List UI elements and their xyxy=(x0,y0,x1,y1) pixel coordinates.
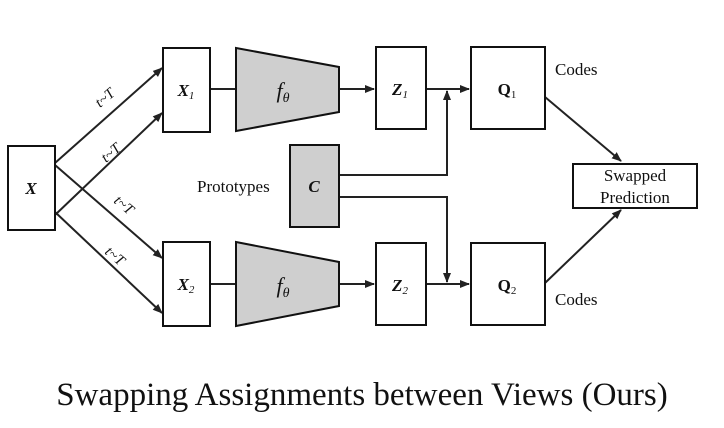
arrow-q2-to-swapped xyxy=(544,209,622,284)
feature1-label: Z xyxy=(391,80,402,99)
view2-node: X2 xyxy=(162,241,211,327)
prototypes-label: Prototypes xyxy=(197,177,270,196)
view2-label: X xyxy=(177,275,190,294)
arrow-x-to-x2-b xyxy=(54,211,163,314)
arrow-x-to-x1-b xyxy=(54,112,163,216)
svg-text:Q1: Q1 xyxy=(498,80,517,101)
connectors xyxy=(54,67,622,314)
transform-label-4: t~T xyxy=(101,244,128,271)
input-node: X xyxy=(7,145,56,231)
encoder1-subscript: θ xyxy=(283,91,290,106)
arrow-x-to-x2-a xyxy=(54,164,163,259)
codes-label-bottom: Codes xyxy=(555,290,598,309)
feature2-subscript: 2 xyxy=(402,285,408,297)
svg-text:fθ: fθ xyxy=(276,273,289,301)
svg-text:Q2: Q2 xyxy=(498,276,517,297)
view2-subscript: 2 xyxy=(189,284,195,296)
view1-label: X xyxy=(177,81,190,100)
code2-subscript: 2 xyxy=(511,285,517,297)
encoder2-node: fθ xyxy=(235,240,340,328)
arrow-prototypes-to-bottom xyxy=(339,196,451,283)
transform-label-1: t~T xyxy=(92,84,119,111)
feature1-node: Z1 xyxy=(375,46,427,130)
transform-label-2: t~T xyxy=(98,139,125,166)
arrow-x-to-x1-a xyxy=(54,67,163,164)
feature1-subscript: 1 xyxy=(402,89,408,101)
code2-label: Q xyxy=(498,276,511,295)
prototypes-node: C xyxy=(289,144,340,228)
svg-text:X2: X2 xyxy=(177,275,195,296)
prototypes-symbol: C xyxy=(308,177,320,196)
view1-node: X1 xyxy=(162,47,211,133)
encoder2-label: f xyxy=(276,273,285,298)
encoder1-label: f xyxy=(276,78,285,103)
code1-node: Q1 xyxy=(470,46,546,130)
arrow-prototypes-to-top xyxy=(339,90,451,176)
encoder1-node: fθ xyxy=(235,46,340,133)
codes-label-top: Codes xyxy=(555,60,598,79)
swapped-line2: Prediction xyxy=(600,188,670,207)
feature2-node: Z2 xyxy=(375,242,427,326)
svg-text:X1: X1 xyxy=(177,81,195,102)
svg-text:Z2: Z2 xyxy=(391,276,408,297)
feature2-label: Z xyxy=(391,276,402,295)
swapped-line1: Swapped xyxy=(604,166,667,185)
code1-subscript: 1 xyxy=(511,89,517,101)
encoder2-subscript: θ xyxy=(283,286,290,301)
arrow-q1-to-swapped xyxy=(544,96,622,162)
code2-node: Q2 xyxy=(470,242,546,326)
swapped-prediction-node: Swapped Prediction xyxy=(572,163,698,209)
svg-text:fθ: fθ xyxy=(276,78,289,106)
figure-caption: Swapping Assignments between Views (Ours… xyxy=(56,377,668,413)
input-label: X xyxy=(24,179,37,198)
code1-label: Q xyxy=(498,80,511,99)
view1-subscript: 1 xyxy=(189,90,195,102)
svg-text:Z1: Z1 xyxy=(391,80,408,101)
transform-label-3: t~T xyxy=(110,193,137,220)
